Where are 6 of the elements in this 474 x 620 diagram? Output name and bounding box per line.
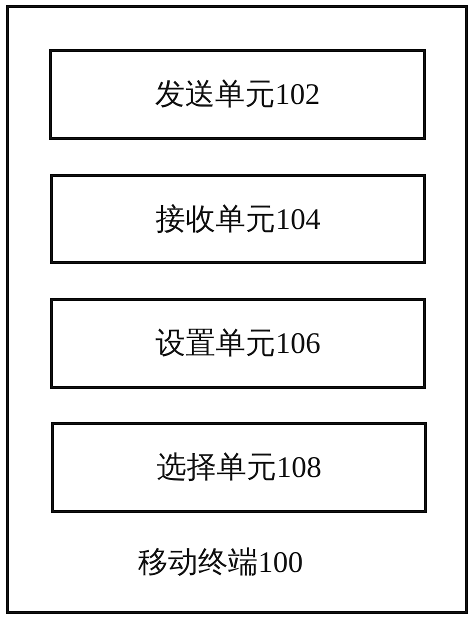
device-label: 移动终端100 bbox=[138, 545, 303, 581]
unit-box: 设置单元106 bbox=[50, 298, 426, 389]
unit-box: 发送单元102 bbox=[49, 49, 426, 140]
device-frame bbox=[6, 5, 468, 614]
unit-box: 接收单元104 bbox=[50, 174, 426, 264]
unit-box: 选择单元108 bbox=[51, 422, 427, 513]
